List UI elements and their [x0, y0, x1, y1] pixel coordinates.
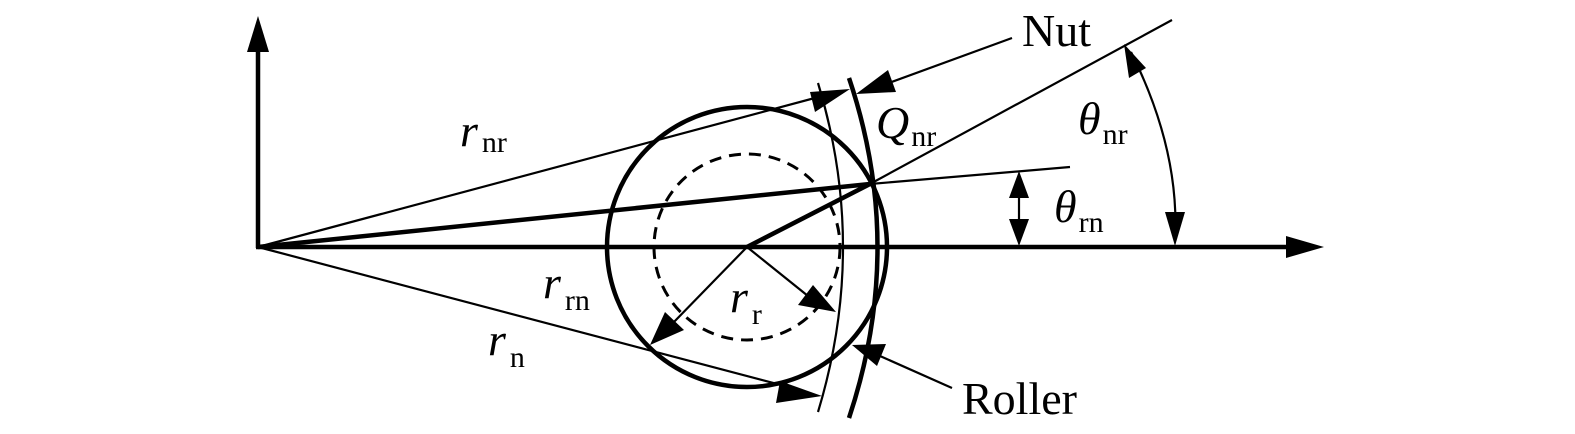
theta-nr-arc-arrowhead-top	[1124, 44, 1146, 78]
r-n-subscript: n	[510, 341, 525, 374]
r-nr-line	[257, 93, 827, 249]
r-nr-arrowhead	[810, 89, 850, 112]
r-n-arrowhead	[776, 381, 822, 403]
roller-radius-line-1	[671, 246, 748, 325]
roller-radius-line-2	[746, 246, 809, 297]
roller-radius-arrowhead-1	[650, 312, 684, 345]
nut-thread-arc-thick	[846, 77, 880, 419]
roller-radius-arrowhead-2	[798, 285, 836, 312]
r-rn-subscript: rn	[565, 284, 590, 317]
roller-label: Roller	[962, 373, 1077, 424]
nut-label: Nut	[1022, 5, 1091, 56]
r-rn-line	[257, 181, 871, 250]
nut-thread-arc-thin	[816, 82, 845, 413]
theta-rn-arc-arrowhead-top	[1009, 171, 1029, 198]
r-rn-main: r	[543, 257, 562, 308]
contact-normal-line	[745, 181, 872, 250]
nut-leader-arrowhead	[856, 70, 896, 94]
r-r-subscript: r	[752, 298, 762, 331]
roller-leader-line	[879, 354, 953, 390]
theta-nr-main: θ	[1078, 93, 1101, 144]
r-n-main: r	[488, 314, 507, 365]
r-n-line	[257, 245, 801, 392]
theta-rn-subscript: rn	[1079, 206, 1104, 239]
y-axis-arrowhead	[247, 16, 269, 52]
nut-leader-line	[885, 36, 1013, 86]
x-axis-arrowhead	[1286, 236, 1324, 258]
theta-nr-subscript: nr	[1103, 118, 1128, 151]
r-nr-main: r	[460, 105, 479, 156]
q-nr-label: Qnr	[876, 97, 936, 153]
q-nr-main: Q	[876, 97, 909, 148]
theta-rn-label: θrn	[1054, 181, 1104, 239]
roller-leader-arrowhead	[852, 344, 886, 366]
theta-nr-arc	[1130, 51, 1177, 241]
theta-rn-arc-arrowhead-bottom	[1009, 219, 1029, 246]
theta-rn-main: θ	[1054, 181, 1077, 232]
theta-rn-reference-line	[869, 165, 1071, 186]
theta-nr-label: θnr	[1078, 93, 1128, 151]
r-nr-subscript: nr	[482, 126, 507, 159]
theta-nr-arc-arrowhead-bottom	[1165, 212, 1185, 246]
q-nr-subscript: nr	[911, 120, 936, 153]
r-r-main: r	[730, 271, 749, 322]
roller-outer-circle	[604, 104, 890, 390]
theta-nr-reference-line	[869, 19, 1173, 185]
roller-pitch-circle	[652, 152, 842, 342]
